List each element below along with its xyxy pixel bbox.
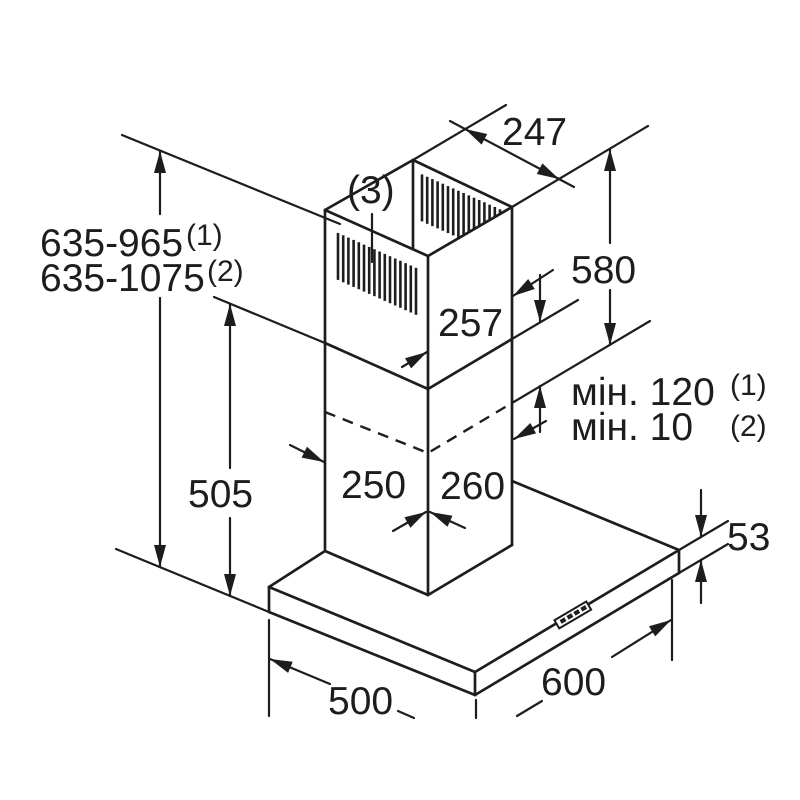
control-panel bbox=[553, 600, 593, 630]
dim-overall-height: 635-965 (1) 635-1075 (2) bbox=[40, 149, 244, 569]
dim-hood-height: 53 bbox=[695, 488, 770, 605]
dim-hood-width: 600 bbox=[515, 618, 673, 718]
min-clearance-1-note: (1) bbox=[730, 369, 767, 402]
hood-depth-label: 500 bbox=[328, 680, 393, 723]
grille-callout-label: (3) bbox=[347, 169, 395, 212]
min-clearance-2-label: мін. 10 bbox=[571, 406, 693, 449]
dim-lower-height: 505 bbox=[188, 302, 253, 598]
upper-height-label: 580 bbox=[571, 249, 636, 292]
chimney-duct bbox=[323, 158, 514, 597]
overall-height-range1-note: (1) bbox=[186, 219, 223, 252]
lower-height-label: 505 bbox=[188, 473, 253, 516]
min-clearance-1-label: мін. 120 bbox=[571, 371, 715, 414]
dim-hood-depth: 500 bbox=[268, 657, 416, 723]
dim-upper-face-width: 257 bbox=[400, 268, 555, 369]
vent-grille-back bbox=[420, 174, 502, 238]
dim-lower-width-right: 260 bbox=[428, 419, 548, 530]
top-width-label: 247 bbox=[502, 111, 567, 154]
upper-face-width-label: 257 bbox=[438, 302, 503, 345]
dim-top-width: 247 bbox=[448, 111, 576, 189]
hood-width-label: 600 bbox=[541, 661, 606, 704]
dim-lower-width-left: 250 bbox=[288, 443, 428, 533]
callout-grille: (3) bbox=[347, 169, 395, 264]
overall-height-range1-label: 635-965 bbox=[40, 222, 183, 265]
hood-height-label: 53 bbox=[727, 516, 770, 559]
min-insertion-dashed-line bbox=[324, 401, 513, 455]
vent-grille-left bbox=[336, 232, 418, 315]
dim-upper-height: 580 bbox=[571, 147, 636, 347]
lower-width-left-label: 250 bbox=[341, 464, 406, 507]
hood-body bbox=[267, 479, 681, 697]
extension-lines bbox=[114, 103, 730, 720]
dim-min-clearance: мін. 120 (1) мін. 10 (2) bbox=[534, 273, 767, 449]
min-clearance-2-note: (2) bbox=[730, 410, 767, 443]
overall-height-range2-label: 635-1075 bbox=[40, 257, 205, 300]
overall-height-range2-note: (2) bbox=[207, 255, 244, 288]
lower-width-right-label: 260 bbox=[440, 465, 505, 508]
